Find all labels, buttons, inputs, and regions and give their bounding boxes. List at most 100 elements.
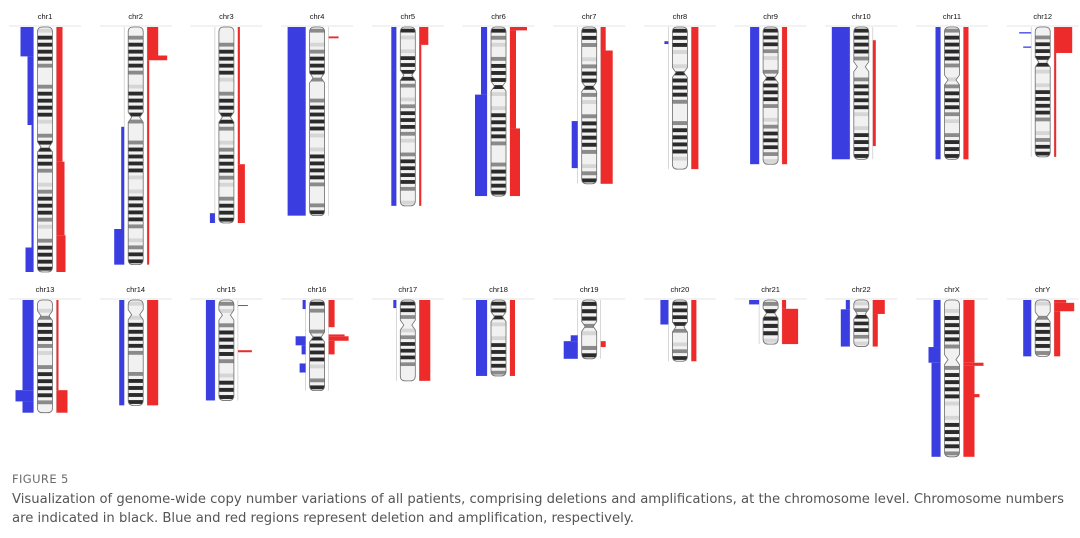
chromosome-band (128, 301, 144, 306)
chromosome-band (37, 105, 53, 110)
amplification-bar (872, 40, 876, 147)
chromosome-chr3: chr3 (190, 12, 263, 224)
chromosome-band (1035, 351, 1051, 355)
chromosome-band (944, 444, 960, 449)
deletion-bar (119, 300, 125, 406)
chromosome-band (218, 49, 234, 54)
chromosome-outline (399, 26, 416, 207)
chromosome-chr9: chr9 (734, 12, 807, 165)
band-group (853, 301, 869, 346)
chromosome-label: chr2 (128, 12, 143, 21)
chromosome-band (218, 56, 234, 61)
chromosome-band (37, 386, 53, 391)
chromosome-outline (218, 299, 235, 401)
chromosome-band (128, 56, 144, 61)
amplification-bar (147, 300, 159, 406)
chromosome-band (309, 343, 325, 348)
chromosome-band (763, 152, 779, 156)
band-group (218, 42, 234, 222)
chromosome-band (37, 119, 53, 124)
chromosome-band (672, 121, 688, 126)
chromosome-band (37, 168, 53, 173)
chromosome-band (400, 63, 416, 67)
chromosome-band (37, 379, 53, 384)
chromosome-label: chr7 (582, 12, 597, 21)
chromosome-band (581, 100, 597, 104)
chromosome-band (37, 189, 53, 194)
chromosome-label: chr17 (398, 285, 417, 294)
chromosome-band (1035, 329, 1051, 334)
chromosome-chrX: chrX (916, 285, 988, 458)
chromosome-band (128, 371, 144, 376)
chromosome-band (1035, 69, 1051, 74)
chromosome-band (128, 154, 144, 159)
chromosome-band (128, 252, 144, 257)
chromosome-band (581, 164, 597, 169)
chromosome-band (400, 69, 416, 74)
amplification-bar (510, 300, 515, 376)
chromosome-band (128, 210, 144, 215)
chromosome-band (672, 349, 688, 354)
band-group (491, 301, 506, 375)
chromosome-band (672, 85, 688, 90)
amplification-bar (419, 300, 431, 381)
chromosome-band (672, 301, 688, 306)
chromosome-label: chr11 (943, 12, 961, 21)
chromosome-band (128, 35, 144, 40)
deletion-bar (1023, 46, 1032, 48)
deletion-bar (481, 27, 487, 95)
chromosome-chr14: chr14 (99, 285, 172, 406)
deletion-bar (287, 27, 306, 216)
deletion-bar (571, 121, 578, 169)
chromosome-band (309, 308, 325, 313)
chromosome-band (218, 147, 234, 152)
chromosome-band (491, 183, 506, 188)
chromosome-band (581, 57, 597, 62)
chromosome-band (853, 105, 869, 110)
chromosome-band (491, 169, 506, 174)
chromosome-band (37, 344, 53, 348)
chromosome-band (128, 386, 144, 390)
chromosome-outline (853, 299, 870, 347)
deletion-bar (31, 125, 34, 248)
chromosome-band (309, 364, 325, 369)
chromosome-band (853, 308, 869, 312)
deletion-bar (476, 300, 487, 376)
chromosome-band (1035, 83, 1051, 88)
chromosome-band (400, 315, 416, 319)
deletion-bar (664, 41, 669, 45)
chromosome-band (1035, 97, 1051, 101)
amplification-bar (1054, 52, 1057, 157)
chromosome-band (128, 379, 144, 383)
chromosome-body (581, 300, 597, 359)
chromosome-band (581, 64, 597, 69)
chromosome-band (37, 245, 53, 250)
chromosome-chr2: chr2 (99, 12, 172, 266)
band-group (763, 28, 779, 163)
chromosome-band (309, 77, 325, 82)
chromosome-chr1: chr1 (9, 12, 81, 273)
chromosome-band (37, 336, 53, 341)
chromosome-band (218, 210, 234, 215)
chromosome-band (309, 161, 325, 166)
chromosome-band (400, 328, 416, 333)
chromosome-band (309, 70, 325, 75)
chromosome-band (491, 356, 506, 361)
chromosome-outline (127, 26, 144, 266)
amplification-bar (782, 27, 788, 165)
deletion-bar (121, 126, 125, 230)
chromosome-band (309, 42, 325, 47)
chromosome-band (400, 125, 416, 129)
chromosome-band (944, 105, 960, 110)
chromosome-band (581, 43, 597, 47)
deletion-bar (750, 27, 760, 165)
chromosome-band (37, 42, 53, 47)
chromosome-band (309, 56, 325, 61)
chromosome-outline (944, 299, 960, 458)
chromosome-band (218, 126, 234, 131)
deletion-bar (299, 363, 306, 373)
chromosome-band (581, 345, 597, 350)
chromosome-band (309, 105, 325, 110)
chromosome-band (309, 126, 325, 131)
chromosome-outline (309, 26, 325, 217)
